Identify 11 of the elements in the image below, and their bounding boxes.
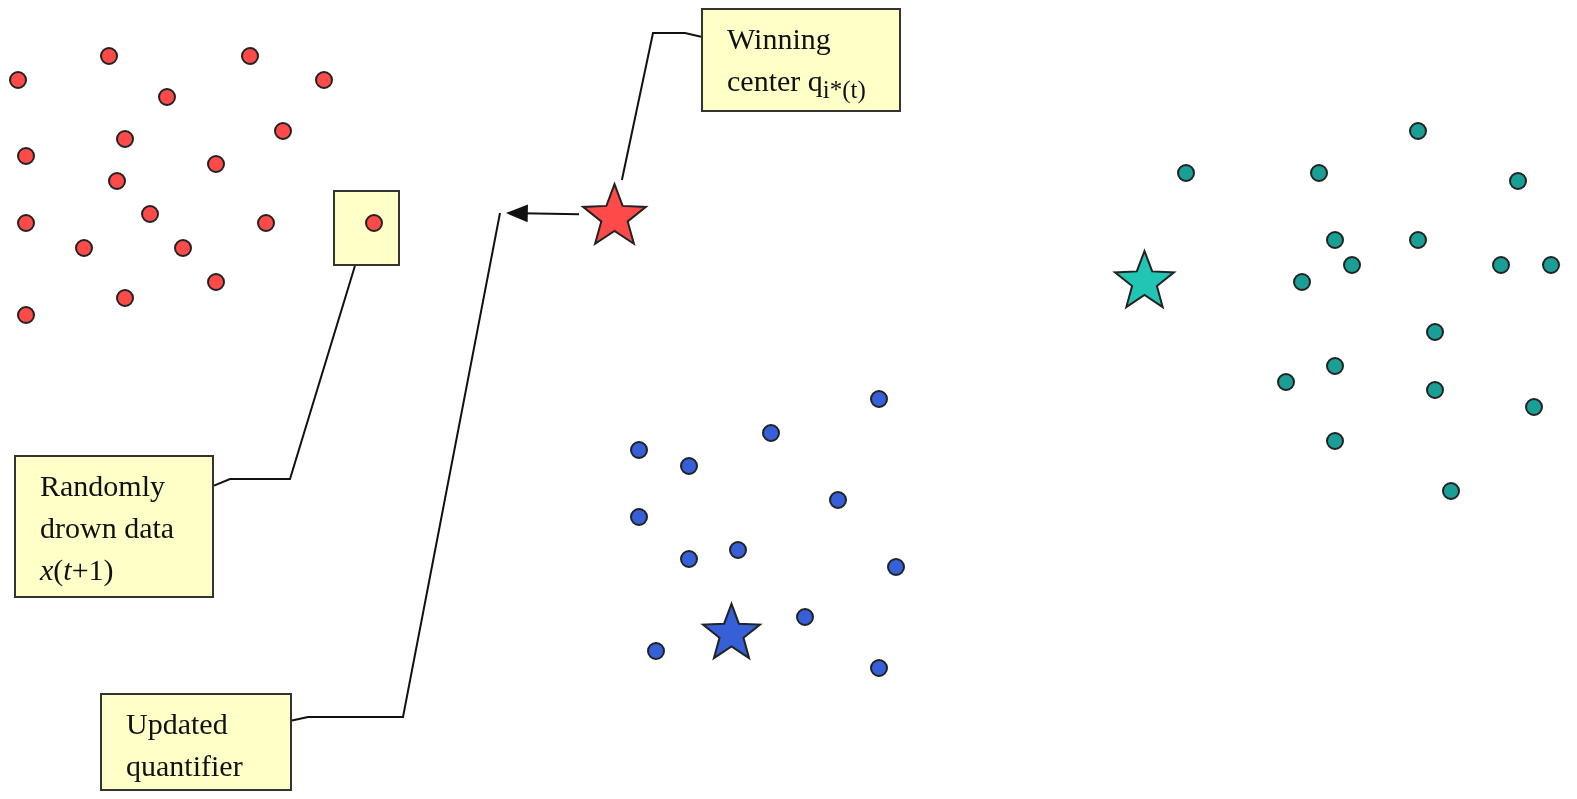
highlight-box xyxy=(333,190,400,266)
callout-text: Randomly drown data x(t+1) xyxy=(40,468,176,588)
leader-line xyxy=(620,32,702,181)
callout-box xyxy=(100,693,292,791)
callout-text: Updated quantifier xyxy=(126,706,244,784)
callout-box xyxy=(14,455,214,598)
leader-line xyxy=(213,265,356,487)
callout-text: Winning center q$_{i*(t)}$ xyxy=(727,21,867,106)
leader-line xyxy=(291,212,501,722)
callout-box xyxy=(701,8,901,112)
arrow xyxy=(505,204,580,223)
